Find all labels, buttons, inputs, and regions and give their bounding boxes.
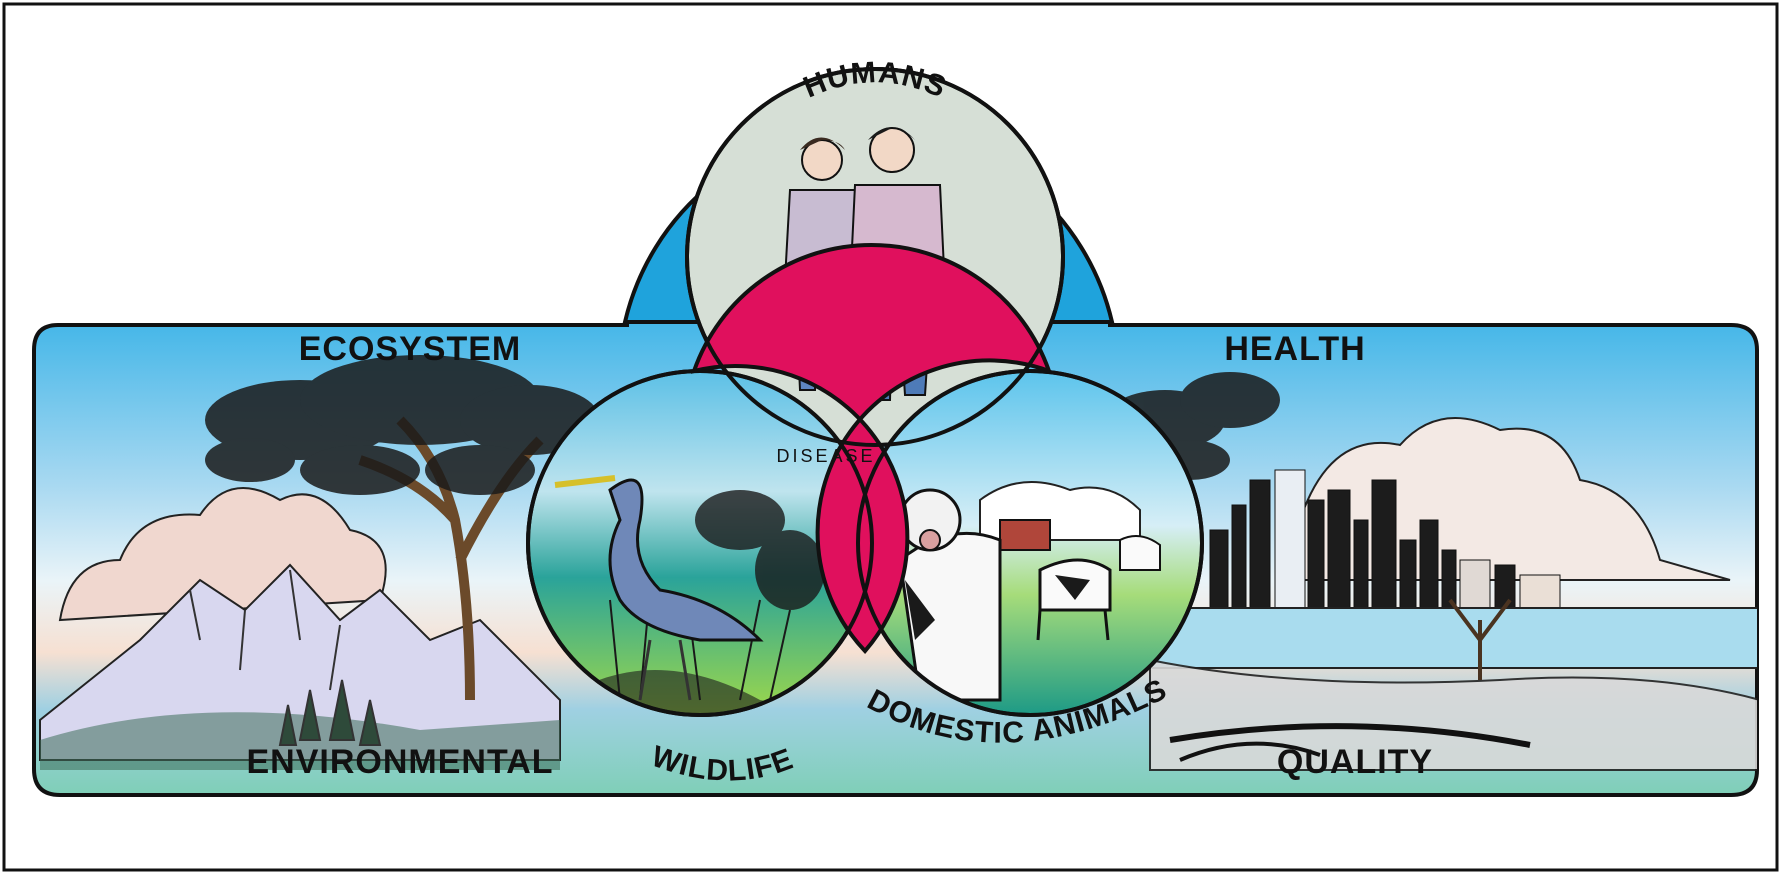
cow-illustration bbox=[898, 481, 1161, 702]
disease-overlap bbox=[526, 67, 1204, 717]
ecosystem-label: ECOSYSTEM bbox=[299, 330, 521, 368]
disease-label: DISEASE bbox=[776, 446, 875, 466]
environmental-label: ENVIRONMENTAL bbox=[246, 743, 553, 781]
health-label: HEALTH bbox=[1224, 330, 1365, 368]
mountain-landscape bbox=[39, 355, 600, 770]
quality-label: QUALITY bbox=[1277, 743, 1433, 781]
domestic-animals-circle bbox=[856, 369, 1204, 717]
city-landscape bbox=[1105, 372, 1757, 771]
